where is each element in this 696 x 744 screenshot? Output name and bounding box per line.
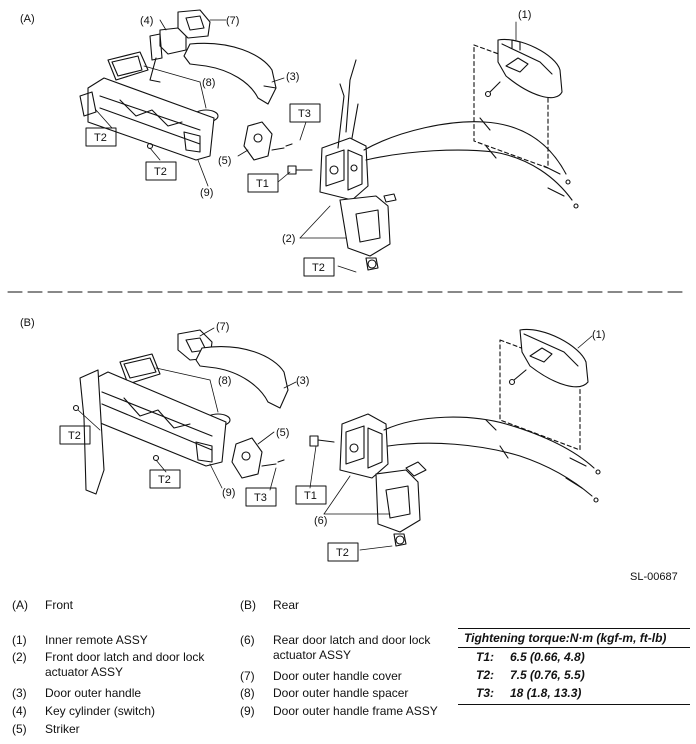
legend-text: Rear door latch and door lock	[273, 633, 431, 647]
leaders-rear	[77, 327, 593, 551]
legend-text: Door outer handle	[45, 686, 142, 700]
legend-text: Door outer handle spacer	[273, 686, 409, 700]
legend-num: (9)	[240, 704, 255, 718]
torque-row-t2: T2: 7.5 (0.76, 5.5)	[458, 666, 690, 684]
legend-text: actuator ASSY	[45, 665, 124, 679]
callout-7-front: (7)	[226, 15, 239, 27]
handle-frame-rear	[72, 369, 227, 495]
striker-front	[243, 121, 293, 161]
front-latch-assy	[287, 59, 579, 271]
torque-t3-rear: T3	[254, 492, 267, 504]
key-cylinder	[149, 27, 187, 83]
callout-4-front: (4)	[140, 15, 153, 27]
callout-8-rear: (8)	[218, 375, 231, 387]
torque-value: 6.5 (0.66, 4.8)	[510, 650, 585, 664]
torque-key: T1:	[476, 650, 494, 664]
inner-remote-front	[473, 38, 563, 169]
legend-text: Front door latch and door lock	[45, 650, 205, 664]
legend-text: Striker	[45, 722, 80, 736]
legend-a-text: Front	[45, 598, 74, 612]
callout-2-front: (2)	[282, 233, 295, 245]
callout-9-rear: (9)	[222, 487, 235, 499]
torque-t3-front: T3	[298, 108, 311, 120]
legend-b-text: Rear	[273, 598, 300, 612]
panel-label-a: (A)	[20, 13, 35, 25]
inner-remote-rear	[499, 328, 589, 451]
legend-num: (3)	[12, 686, 27, 700]
torque-t1-rear: T1	[304, 490, 317, 502]
torque-t2-rear-c: T2	[336, 547, 349, 559]
torque-box-frames	[59, 103, 359, 562]
torque-bottom-rule	[458, 704, 690, 705]
callout-3-front: (3)	[286, 71, 299, 83]
legend-num: (1)	[12, 633, 27, 647]
legend-a-num: (A)	[12, 598, 28, 612]
legend-text: Inner remote ASSY	[45, 633, 148, 647]
torque-t1-front: T1	[256, 178, 269, 190]
callout-1-rear: (1)	[592, 329, 605, 341]
legend-num: (4)	[12, 704, 27, 718]
legend-num: (2)	[12, 650, 27, 664]
outer-handle-front	[183, 42, 277, 105]
rear-latch-assy	[309, 413, 601, 547]
torque-row-t3: T3: 18 (1.8, 13.3)	[458, 684, 690, 702]
torque-heading: Tightening torque:N·m (kgf-m, ft-lb)	[458, 628, 690, 648]
legend-text: Door outer handle cover	[273, 669, 402, 683]
torque-t2-rear-b: T2	[158, 474, 171, 486]
torque-table: Tightening torque:N·m (kgf-m, ft-lb) T1:…	[458, 628, 690, 705]
torque-value: 7.5 (0.76, 5.5)	[510, 668, 585, 682]
torque-t2-front-c: T2	[312, 262, 325, 274]
callout-1-front: (1)	[518, 9, 531, 21]
outer-handle-rear	[195, 346, 289, 409]
torque-value: 18 (1.8, 13.3)	[510, 686, 582, 700]
figure-code: SL-00687	[630, 571, 678, 583]
callout-8-front: (8)	[202, 77, 215, 89]
torque-key: T3:	[476, 686, 494, 700]
callout-5-front: (5)	[218, 155, 231, 167]
legend-text: Door outer handle frame ASSY	[273, 704, 438, 718]
callout-3-rear: (3)	[296, 375, 309, 387]
legend-text: actuator ASSY	[273, 648, 352, 662]
callout-7-rear: (7)	[216, 321, 229, 333]
callout-5-rear: (5)	[276, 427, 289, 439]
torque-key: T2:	[476, 668, 494, 682]
leaders-front	[95, 19, 517, 273]
callout-9-front: (9)	[200, 187, 213, 199]
torque-t2-front-a: T2	[94, 132, 107, 144]
legend-num: (7)	[240, 669, 255, 683]
torque-t2-front-b: T2	[154, 166, 167, 178]
legend-b-num: (B)	[240, 598, 256, 612]
legend-num: (8)	[240, 686, 255, 700]
legend-num: (6)	[240, 633, 255, 647]
handle-frame-front	[79, 77, 215, 161]
legend-num: (5)	[12, 722, 27, 736]
legend-text: Key cylinder (switch)	[45, 704, 156, 718]
callout-6-rear: (6)	[314, 515, 327, 527]
outer-handle-cover-front	[177, 9, 211, 39]
striker-rear	[231, 437, 285, 479]
torque-row-t1: T1: 6.5 (0.66, 4.8)	[458, 648, 690, 666]
panel-label-b: (B)	[20, 317, 35, 329]
torque-t2-rear-a: T2	[68, 430, 81, 442]
